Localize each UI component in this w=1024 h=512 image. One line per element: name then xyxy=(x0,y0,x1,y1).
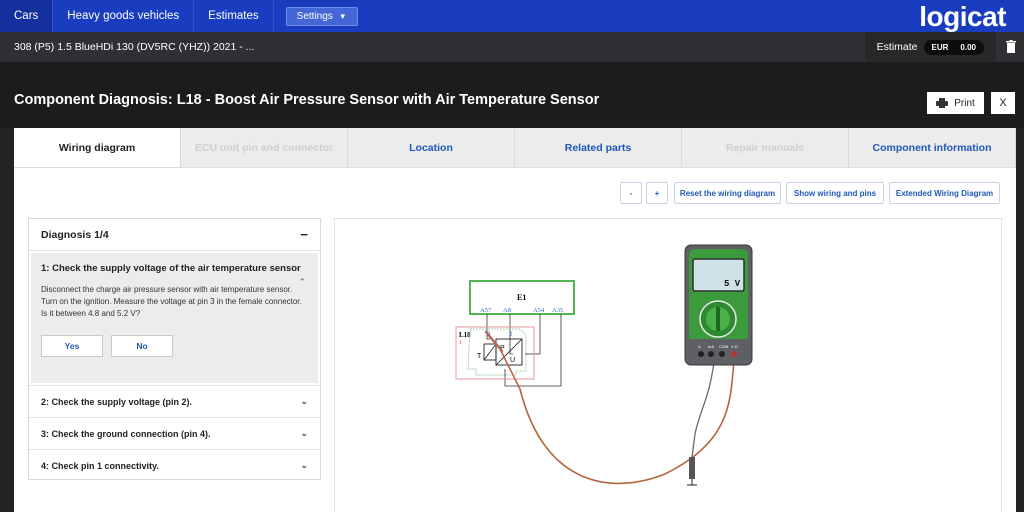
black-probe-wire xyxy=(691,353,716,458)
currency: EUR xyxy=(931,42,949,52)
diagnosis-step-active: 1: Check the supply voltage of the air t… xyxy=(31,253,318,383)
close-button[interactable]: X xyxy=(991,92,1015,114)
chevron-up-icon[interactable]: ⌃ xyxy=(298,277,306,287)
vehicle-label[interactable]: 308 (P5) 1.5 BlueHDi 130 (DV5RC (YHZ)) 2… xyxy=(14,41,255,53)
vehicle-bar: 308 (P5) 1.5 BlueHDi 130 (DV5RC (YHZ)) 2… xyxy=(0,32,1024,62)
settings-label: Settings xyxy=(296,10,333,22)
settings-dropdown[interactable]: Settings ▼ xyxy=(285,6,358,26)
ecu-box[interactable] xyxy=(469,280,575,315)
red-probe-wire xyxy=(499,348,736,485)
port-v xyxy=(731,351,737,357)
chevron-down-icon: ⌄ xyxy=(300,396,308,406)
tab-location[interactable]: Location xyxy=(348,128,515,167)
sensor-p-diagonal xyxy=(495,338,523,366)
tab-component-information[interactable]: Component information xyxy=(849,128,1016,167)
port-a-label: A xyxy=(698,344,701,349)
sensor-t-diagonal xyxy=(483,343,497,361)
diagnosis-title: Diagnosis 1/4 xyxy=(41,228,109,241)
step-1-description: Disconnect the charge air pressure senso… xyxy=(41,285,302,318)
estimate-label: Estimate xyxy=(876,41,918,53)
nav-cars[interactable]: Cars xyxy=(0,0,54,32)
meter-dial-pointer xyxy=(716,307,720,331)
reset-wiring-button[interactable]: Reset the wiring diagram xyxy=(674,182,781,204)
extended-wiring-button[interactable]: Extended Wiring Diagram xyxy=(889,182,1000,204)
print-button[interactable]: Print xyxy=(927,92,984,114)
port-com-label: COM xyxy=(719,344,728,349)
no-button[interactable]: No xyxy=(111,335,173,357)
sensor-p-label: P xyxy=(500,345,505,352)
trash-icon[interactable] xyxy=(1006,40,1016,53)
nav-heavy-goods-vehicles[interactable]: Heavy goods vehicles xyxy=(53,0,195,32)
logicat-logo[interactable]: logicat xyxy=(919,1,1006,32)
ecu-label: E1 xyxy=(517,293,526,302)
page-title: Component Diagnosis: L18 - Boost Air Pre… xyxy=(14,92,600,108)
black-probe-handle xyxy=(689,457,695,479)
pin-a8: A8 xyxy=(503,307,511,314)
step-1-title[interactable]: 1: Check the supply voltage of the air t… xyxy=(41,263,301,274)
diagnosis-step-2[interactable]: 2: Check the supply voltage (pin 2). ⌄ xyxy=(29,385,320,417)
multimeter[interactable]: 5 V A mA COM V Ω xyxy=(684,244,753,366)
tab-wiring-diagram[interactable]: Wiring diagram xyxy=(14,128,181,167)
tab-ecu-unit-pin-connector: ECU unit pin and connector xyxy=(181,128,348,167)
content-panel: Wiring diagram ECU unit pin and connecto… xyxy=(14,128,1016,512)
show-wiring-pins-button[interactable]: Show wiring and pins xyxy=(786,182,884,204)
collapse-icon[interactable]: − xyxy=(300,227,308,242)
wiring-diagram-canvas[interactable]: E1 A57 A8 A54 A35 L18 1 3 2 T P xyxy=(334,218,1002,512)
diagnosis-step-4[interactable]: 4: Check pin 1 connectivity. ⌄ xyxy=(29,449,320,481)
wiring-diagram-svg: E1 A57 A8 A54 A35 L18 1 3 2 T P xyxy=(455,244,753,486)
pin-a54: A54 xyxy=(533,307,545,314)
zoom-in-button[interactable]: + xyxy=(646,182,668,204)
port-ma-label: mA xyxy=(708,344,714,349)
diagnosis-panel: Diagnosis 1/4 − 1: Check the supply volt… xyxy=(28,218,321,480)
step-2-label: 2: Check the supply voltage (pin 2). xyxy=(41,396,193,407)
meter-display xyxy=(692,258,745,292)
print-label: Print xyxy=(954,97,975,109)
meter-reading: 5 V xyxy=(724,279,741,289)
estimate-widget[interactable]: Estimate EUR 0.00 xyxy=(864,32,996,62)
page-header: Component Diagnosis: L18 - Boost Air Pre… xyxy=(0,62,1024,128)
tab-repair-manuals: Repair manuals xyxy=(682,128,849,167)
red-probe-tip xyxy=(484,330,504,353)
component-l18-outline[interactable] xyxy=(455,326,535,380)
nav-estimates[interactable]: Estimates xyxy=(194,0,274,32)
diagnosis-step-3[interactable]: 3: Check the ground connection (pin 4). ⌄ xyxy=(29,417,320,449)
step-4-label: 4: Check pin 1 connectivity. xyxy=(41,460,159,471)
printer-icon xyxy=(936,98,949,108)
yes-button[interactable]: Yes xyxy=(41,335,103,357)
step-3-label: 3: Check the ground connection (pin 4). xyxy=(41,428,211,439)
meter-port-panel xyxy=(689,339,748,361)
estimate-amount-pill: EUR 0.00 xyxy=(923,39,984,55)
sensor-t-label: T xyxy=(477,353,482,360)
connector-outline xyxy=(467,328,527,376)
pin-a57: A57 xyxy=(480,307,492,314)
pin-number-1: 1 xyxy=(459,340,462,346)
port-ma xyxy=(708,351,714,357)
pin-a35: A35 xyxy=(552,307,563,314)
chevron-down-icon: ⌄ xyxy=(300,428,308,438)
port-v-label: V Ω xyxy=(731,344,738,349)
tab-related-parts[interactable]: Related parts xyxy=(515,128,682,167)
chevron-down-icon: ⌄ xyxy=(300,460,308,470)
zoom-out-button[interactable]: - xyxy=(620,182,642,204)
sensor-p-box xyxy=(495,338,523,366)
amount: 0.00 xyxy=(960,42,976,52)
port-a xyxy=(698,351,704,357)
port-com xyxy=(719,351,725,357)
component-label: L18 xyxy=(459,331,471,339)
chevron-down-icon: ▼ xyxy=(338,11,347,21)
diagnosis-header[interactable]: Diagnosis 1/4 − xyxy=(29,219,320,251)
tab-bar: Wiring diagram ECU unit pin and connecto… xyxy=(14,128,1016,168)
sensor-u-label: U xyxy=(510,357,515,364)
pin-number-2: 2 xyxy=(509,332,513,338)
top-navigation: Cars Heavy goods vehicles Estimates Sett… xyxy=(0,0,1024,32)
